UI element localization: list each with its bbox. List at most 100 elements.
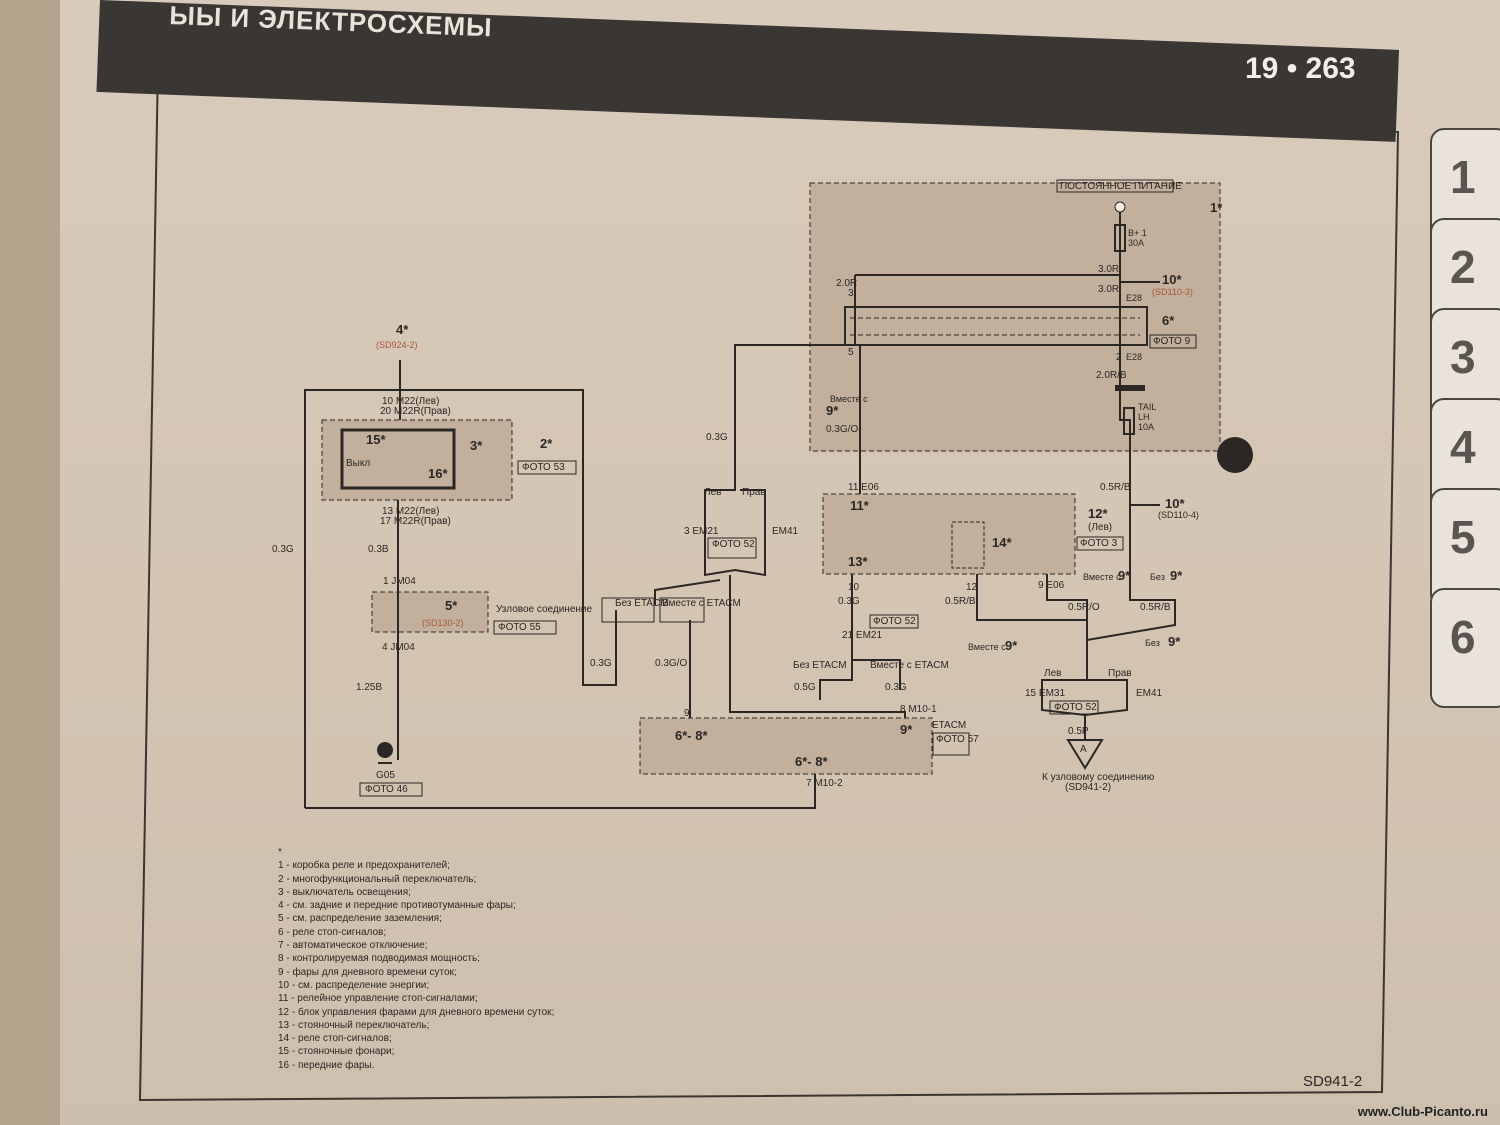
- ground-icon: [377, 742, 393, 758]
- ref-9c: 9*: [1170, 568, 1183, 583]
- pin-em41a: EM41: [772, 526, 799, 537]
- pin-em21a: 3 EM21: [684, 526, 719, 537]
- pin-em31: 15 EM31: [1025, 688, 1065, 699]
- pin-e06b: 9 E06: [1038, 580, 1065, 591]
- ref-9b: 9*: [1118, 568, 1131, 583]
- pin-12: 12: [966, 582, 978, 593]
- tab-label: 2: [1450, 241, 1476, 293]
- junction-label: Узловое соединение: [496, 604, 593, 615]
- vmeste-etacm-b: Вместе с ETACM: [870, 660, 949, 671]
- ref-6: 6*: [1162, 313, 1175, 328]
- to-junction-sub: (SD941-2): [1065, 782, 1111, 793]
- wire-05p: 0.5P: [1068, 726, 1089, 737]
- wire-03g-a: 0.3G: [706, 432, 728, 443]
- ref-10b-sub: (SD110-4): [1158, 510, 1199, 520]
- fuse-tail-symbol: [1123, 407, 1135, 435]
- pin-m22r-bot: 17 M22R(Прав): [380, 516, 451, 527]
- prav-a: Прав: [742, 487, 766, 498]
- ref-2: 2*: [540, 436, 553, 451]
- legend-item: 9 - фары для дневного времени суток;: [278, 966, 457, 978]
- foto-46: ФОТО 46: [365, 784, 408, 795]
- wire-30r-a: 3.0R: [1098, 264, 1119, 275]
- pin-m22-bot: 13 M22(Лев): [382, 506, 439, 517]
- pin-m102: 7 M10-2: [806, 778, 843, 789]
- ref-13: 13*: [848, 554, 868, 569]
- wire-03go-b: 0.3G/O: [655, 658, 687, 669]
- diagram-frame: [138, 60, 1400, 1102]
- wire-20r: 2.0R: [836, 278, 857, 289]
- legend-item: 6 - реле стоп-сигналов;: [278, 926, 387, 938]
- pin-jm04-b: 4 JM04: [382, 642, 415, 653]
- pin-e06a: 11 E06: [848, 482, 879, 493]
- legend-item: 3 - выключатель освещения;: [278, 886, 411, 898]
- tab-label: 5: [1450, 511, 1476, 563]
- ref-10a-sub: (SD110-3): [1152, 287, 1193, 297]
- wire-05ro: 0.5R/O: [1068, 602, 1100, 613]
- ref-5: 5*: [445, 598, 458, 613]
- legend-item: 11 - релейное управление стоп-сигналами;: [278, 993, 478, 1005]
- fuse-tail-amp: 10A: [1138, 422, 1154, 432]
- fuse-b1-symbol: [1114, 224, 1126, 252]
- wire-03g-c: 0.3G: [885, 682, 907, 693]
- lev-b: Лев: [1044, 668, 1061, 679]
- legend-item: 13 - стояночный переключатель;: [278, 1019, 430, 1031]
- wire-125b: 1.25B: [356, 682, 382, 693]
- fuse-b1-amp: 30A: [1128, 238, 1144, 248]
- vmeste-etacm-a: Вместе с ETACM: [662, 598, 741, 609]
- section-tab-6[interactable]: 6: [1430, 588, 1500, 708]
- foto-55: ФОТО 55: [498, 622, 541, 633]
- fuse-b1-label: B+ 1: [1128, 228, 1147, 238]
- wire-30r-b: 3.0R: [1098, 284, 1119, 295]
- legend-item: 5 - см. распределение заземления;: [278, 913, 442, 925]
- foto-57: ФОТО 57: [936, 734, 979, 745]
- legend-item: 12 - блок управления фарами для дневного…: [278, 1006, 555, 1018]
- constant-power-label: ПОСТОЯННОЕ ПИТАНИЕ: [1060, 181, 1182, 192]
- ref-11: 11*: [850, 498, 870, 513]
- fuse-bar: [1115, 385, 1145, 391]
- legend-item: 8 - контролируемая подводимая мощность;: [278, 953, 480, 965]
- bez-etacm-b: Без ETACM: [793, 660, 847, 671]
- legend-item: 16 - передние фары.: [278, 1059, 375, 1071]
- legend-item: 2 - многофункциональный переключатель;: [278, 873, 477, 885]
- pin-jm04-a: 1 JM04: [383, 576, 416, 587]
- wire-05rb-a: 0.5R/B: [1100, 482, 1131, 493]
- relay-14-box: [951, 521, 985, 569]
- document-code: SD941-2: [1303, 1073, 1363, 1090]
- wire-05rb-c: 0.5R/B: [1140, 602, 1171, 613]
- ref-12: 12*: [1088, 506, 1108, 521]
- ref-4-sub: (SD924-2): [376, 340, 418, 350]
- ref-12-sub: (Лев): [1088, 522, 1112, 533]
- tab-label: 4: [1450, 421, 1476, 473]
- ref-9d: 9*: [1005, 638, 1018, 653]
- ref-68a: 6*- 8*: [675, 728, 708, 743]
- vmeste-s-b: Вместе с: [1083, 572, 1121, 582]
- off-label: Выкл: [346, 458, 370, 469]
- tab-label: 3: [1450, 331, 1476, 383]
- ref-68b: 6*- 8*: [795, 754, 828, 769]
- pin-m22-top: 10 M22(Лев): [382, 396, 439, 407]
- ref-1: 1*: [1210, 200, 1223, 215]
- foto-52a: ФОТО 52: [712, 539, 755, 550]
- pin-e28-a: E28: [1126, 293, 1142, 303]
- wire-03g-e: 0.3G: [272, 544, 294, 555]
- pin-e28-2: 2: [1116, 352, 1122, 363]
- foto-53: ФОТО 53: [522, 462, 565, 473]
- ref-10b: 10*: [1165, 496, 1185, 511]
- ref-3: 3*: [470, 438, 483, 453]
- ground-label: G05: [376, 770, 395, 781]
- pin-em41b: EM41: [1136, 688, 1163, 699]
- fuse-tail: TAIL: [1138, 402, 1156, 412]
- ref-16: 16*: [428, 466, 448, 481]
- legend-item: 7 - автоматическое отключение;: [278, 940, 428, 952]
- fuse-box-area: [809, 182, 1221, 452]
- connector-a-icon: [1066, 739, 1104, 770]
- vmeste-s-c: Вместе с: [968, 642, 1006, 652]
- page-number: 19 • 263: [1245, 52, 1356, 85]
- tab-label: 1: [1450, 151, 1476, 203]
- legend-item: *: [278, 847, 282, 858]
- watermark: www.Club-Picanto.ru: [1357, 1104, 1488, 1119]
- bez-a: Без: [1150, 572, 1165, 582]
- ref-14: 14*: [992, 535, 1012, 550]
- ref-9-etacm: 9*: [900, 722, 913, 737]
